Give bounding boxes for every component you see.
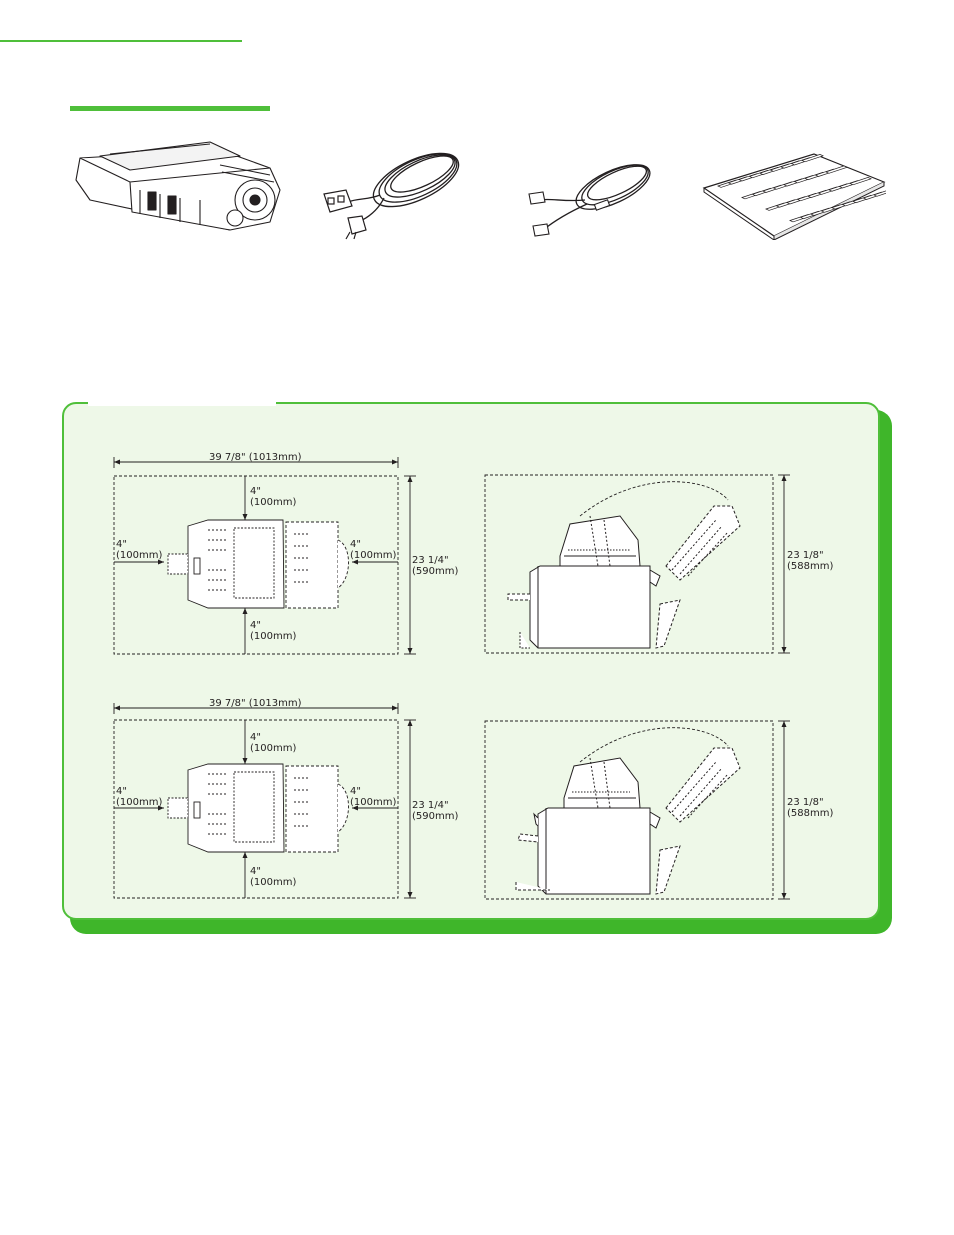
bottom-clearance-label-2: 4"(100mm) [250,866,296,888]
width-dimension-label-2: 39 7/8" (1013mm) [209,698,302,709]
telephone-cable-illustration [525,150,665,240]
left-clearance-label-2: 4"(100mm) [116,786,162,808]
label-sheet-illustration [696,150,886,240]
bottom-clearance-label: 4"(100mm) [250,620,296,642]
header-rule [0,40,242,42]
left-clearance-label: 4"(100mm) [116,539,162,561]
toner-cartridge-illustration [70,130,285,235]
depth-dimension-label-2: 23 1/4"(590mm) [412,800,458,822]
height-dimension-label-2: 23 1/8"(588mm) [787,797,833,819]
section-rule [70,106,270,111]
right-clearance-label: 4"(100mm) [350,539,396,561]
top-clearance-label-2: 4"(100mm) [250,732,296,754]
right-clearance-label-2: 4"(100mm) [350,786,396,808]
side-view-diagram-2 [480,716,800,906]
width-dimension-label: 39 7/8" (1013mm) [209,452,302,463]
installation-panel-tab [88,398,276,406]
depth-dimension-label: 23 1/4"(590mm) [412,555,458,577]
height-dimension-label: 23 1/8"(588mm) [787,550,833,572]
side-view-diagram [480,470,800,660]
top-clearance-label: 4"(100mm) [250,486,296,508]
power-cord-illustration [318,140,478,240]
